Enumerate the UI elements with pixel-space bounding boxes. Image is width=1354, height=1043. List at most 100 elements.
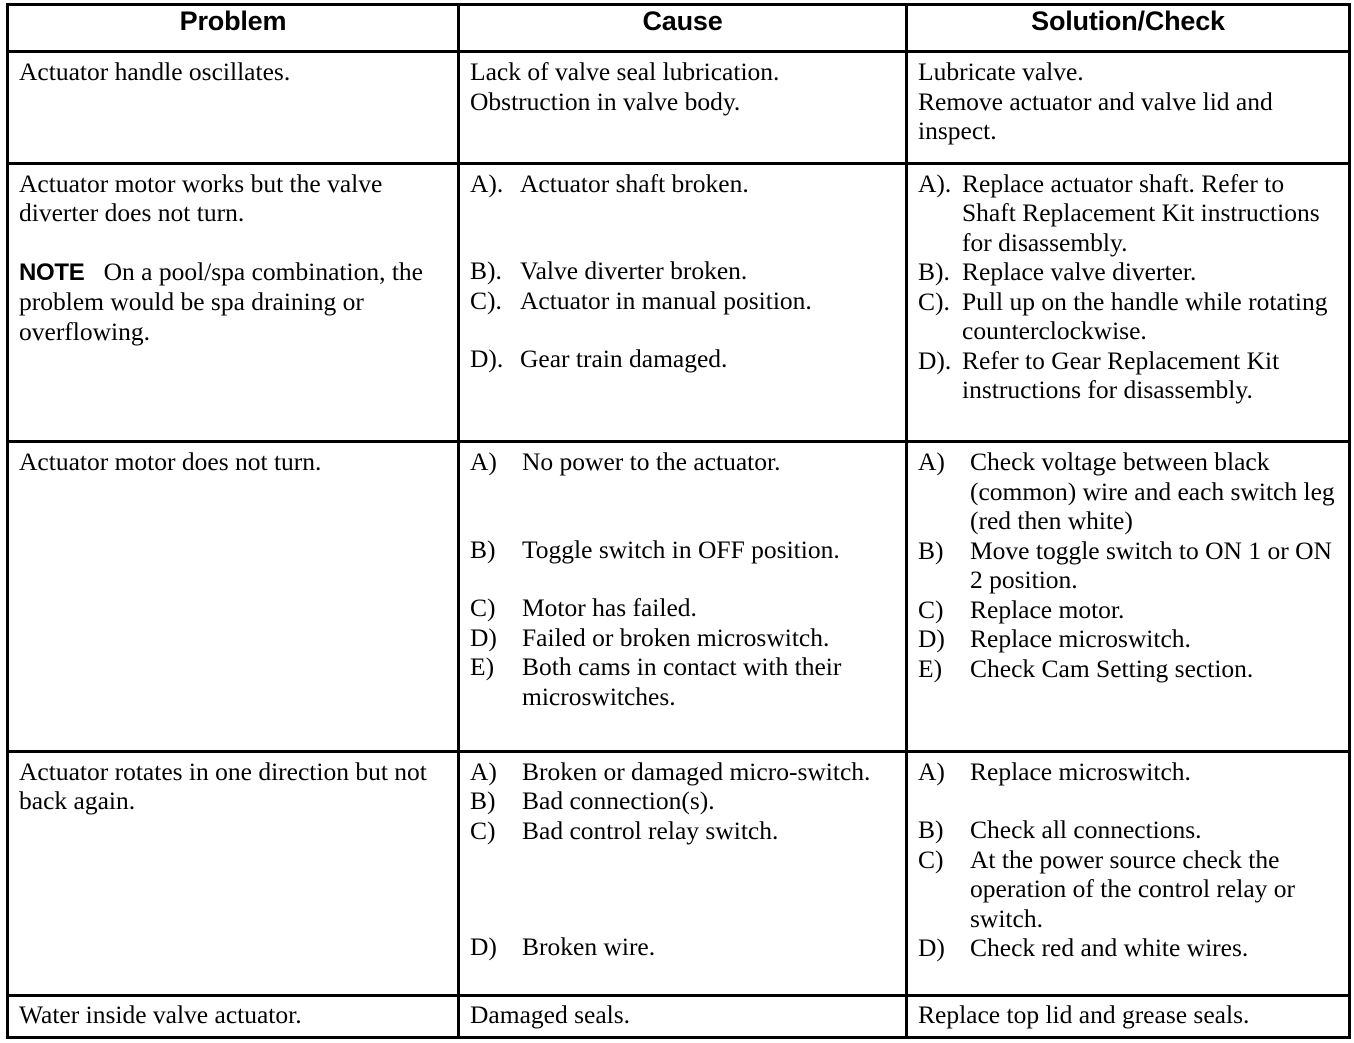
item-marker: E) xyxy=(470,652,495,681)
note-label: NOTE xyxy=(19,258,85,286)
item-text: Motor has failed. xyxy=(522,593,697,622)
spacer xyxy=(470,564,897,593)
list-item: B) Toggle switch in OFF position. xyxy=(470,535,897,565)
list-item: E) Both cams in contact with their micro… xyxy=(470,652,897,711)
cell-cause: A) No power to the actuator. B) Toggle s… xyxy=(457,440,908,753)
list-item: B) Move toggle switch to ON 1 or ON 2 po… xyxy=(918,536,1340,595)
item-marker: D) xyxy=(470,932,497,962)
spacer xyxy=(19,228,449,257)
item-text: Both cams in contact with their microswi… xyxy=(522,652,842,711)
problem-text: Actuator rotates in one direction but no… xyxy=(19,756,434,816)
cell-solution: A) Check voltage between black (common) … xyxy=(905,440,1351,753)
cell-problem: Actuator rotates in one direction but no… xyxy=(6,749,460,997)
cell-cause: Damaged seals. xyxy=(457,993,908,1040)
item-marker: C) xyxy=(470,593,496,622)
cell-solution: Replace top lid and grease seals. xyxy=(905,993,1351,1040)
solution-text: Replace top lid and grease seals. xyxy=(918,999,1250,1029)
spacer xyxy=(470,903,897,932)
item-marker: C). xyxy=(918,286,950,316)
spacer xyxy=(918,786,1340,815)
item-text: Replace microswitch. xyxy=(970,756,1191,786)
item-text: At the power source check the operation … xyxy=(970,844,1296,933)
item-text: Replace motor. xyxy=(970,594,1125,624)
table-row: Actuator motor works but the valve diver… xyxy=(6,161,1351,444)
item-marker: E) xyxy=(918,653,943,683)
cause-text: Lack of valve seal lubrication. xyxy=(470,57,780,86)
list-item: B) Bad connection(s). xyxy=(470,786,897,816)
item-marker: D) xyxy=(918,933,945,963)
item-text: Move toggle switch to ON 1 or ON 2 posit… xyxy=(970,535,1332,595)
header-row: Problem Cause Solution/Check xyxy=(6,3,1351,53)
item-marker: D) xyxy=(470,622,497,652)
table-header: Problem Cause Solution/Check xyxy=(6,3,1351,53)
item-text: Actuator in manual position. xyxy=(520,285,812,315)
item-text: Broken or damaged micro-switch. xyxy=(522,756,871,786)
item-text: Replace valve diverter. xyxy=(962,257,1197,287)
item-text: Broken wire. xyxy=(522,932,656,962)
list-item: A) Replace microswitch. xyxy=(918,757,1340,787)
list-item: B). Replace valve diverter. xyxy=(918,257,1340,287)
item-marker: C). xyxy=(470,285,502,315)
list-item: A). Replace actuator shaft. Refer to Sha… xyxy=(918,169,1340,258)
item-marker: C) xyxy=(470,815,496,845)
cell-cause: Lack of valve seal lubrication. Obstruct… xyxy=(457,50,908,165)
item-text: Check Cam Setting section. xyxy=(970,653,1254,683)
item-text: Toggle switch in OFF position. xyxy=(522,534,840,564)
list-item: D). Gear train damaged. xyxy=(470,344,897,374)
item-text: No power to the actuator. xyxy=(522,447,781,476)
cell-solution: Lubricate valve. Remove actuator and val… xyxy=(905,50,1351,165)
item-text: Actuator shaft broken. xyxy=(520,168,749,198)
list-item: C). Actuator in manual position. xyxy=(470,286,897,316)
note-spacer xyxy=(84,257,103,286)
list-item: D) Replace microswitch. xyxy=(918,624,1340,654)
list-item: C) Bad control relay switch. xyxy=(470,816,897,846)
item-marker: B). xyxy=(470,256,502,286)
table-row: Actuator motor does not turn. A) No powe… xyxy=(6,440,1351,753)
item-marker: A) xyxy=(918,447,945,476)
column-header-problem: Problem xyxy=(6,3,460,53)
cell-solution: A) Replace microswitch. B) Check all con… xyxy=(905,749,1351,997)
item-marker: A). xyxy=(470,168,504,198)
cell-problem: Actuator motor does not turn. xyxy=(6,440,460,753)
list-item: D) Broken wire. xyxy=(470,932,897,962)
list-item: C) At the power source check the operati… xyxy=(918,845,1340,934)
problem-text: Actuator handle oscillates. xyxy=(19,57,291,86)
item-text: Pull up on the handle while rotating cou… xyxy=(962,286,1328,346)
item-text: Replace microswitch. xyxy=(970,624,1191,653)
item-marker: A) xyxy=(470,756,497,786)
item-marker: B). xyxy=(918,257,950,287)
item-marker: C) xyxy=(918,844,944,874)
spacer xyxy=(470,845,897,903)
spacer xyxy=(470,315,897,344)
cell-problem: Actuator handle oscillates. xyxy=(6,50,460,165)
problem-note: NOTE On a pool/spa combination, the prob… xyxy=(19,257,449,347)
item-text: Check voltage between black (common) wir… xyxy=(970,447,1335,535)
list-item: E) Check Cam Setting section. xyxy=(918,654,1340,684)
list-item: A). Actuator shaft broken. xyxy=(470,169,897,199)
item-marker: B) xyxy=(918,535,944,565)
list-item: D) Check red and white wires. xyxy=(918,933,1340,963)
item-marker: C) xyxy=(918,594,944,624)
list-item: D). Refer to Gear Replacement Kit instru… xyxy=(918,346,1340,405)
problem-text: Actuator motor works but the valve diver… xyxy=(19,168,389,228)
item-text: Check red and white wires. xyxy=(970,933,1249,963)
item-marker: A) xyxy=(470,447,497,476)
item-text: Valve diverter broken. xyxy=(520,256,748,286)
column-header-solution: Solution/Check xyxy=(905,3,1351,53)
item-marker: B) xyxy=(470,534,496,564)
solution-text: Remove actuator and valve lid and inspec… xyxy=(918,86,1280,146)
cause-text: Obstruction in valve body. xyxy=(470,86,741,116)
item-text: Refer to Gear Replacement Kit instructio… xyxy=(962,345,1280,405)
cell-problem: Actuator motor works but the valve diver… xyxy=(6,161,460,444)
list-item: A) Check voltage between black (common) … xyxy=(918,447,1340,536)
table-row: Actuator rotates in one direction but no… xyxy=(6,749,1351,997)
list-item: C). Pull up on the handle while rotating… xyxy=(918,287,1340,346)
table-row: Actuator handle oscillates. Lack of valv… xyxy=(6,50,1351,165)
problem-text: Actuator motor does not turn. xyxy=(19,447,322,476)
column-header-cause: Cause xyxy=(457,3,908,53)
list-item: A) Broken or damaged micro-switch. xyxy=(470,757,897,787)
list-item: B) Check all connections. xyxy=(918,815,1340,845)
table-row: Water inside valve actuator. Damaged sea… xyxy=(6,993,1351,1040)
item-text: Replace actuator shaft. Refer to Shaft R… xyxy=(962,168,1320,257)
